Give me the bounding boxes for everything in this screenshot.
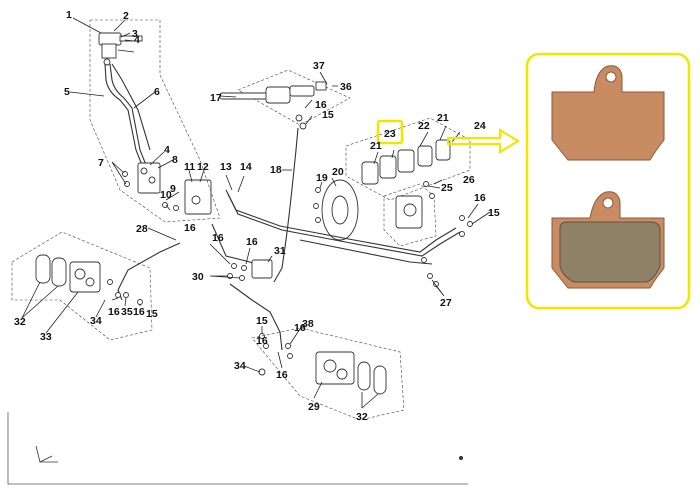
callout-35: 35 bbox=[121, 306, 133, 318]
left-caliper-group bbox=[11, 231, 153, 341]
rear-master-cylinder bbox=[219, 69, 351, 130]
callout-25: 25 bbox=[441, 182, 453, 194]
highlight-arrow bbox=[446, 128, 521, 154]
callout-16-i: 16 bbox=[294, 322, 306, 334]
callout-19: 19 bbox=[316, 172, 328, 184]
frame-border bbox=[7, 412, 468, 485]
callout-4: 4 bbox=[134, 34, 140, 46]
callout-29: 29 bbox=[308, 401, 320, 413]
callout-7: 7 bbox=[98, 157, 104, 169]
callout-15-top: 15 bbox=[322, 109, 334, 121]
callout-16-h: 16 bbox=[276, 369, 288, 381]
callout-33: 33 bbox=[40, 331, 52, 343]
callout-34-bottom: 34 bbox=[234, 360, 246, 372]
right-fittings bbox=[421, 203, 491, 297]
callout-6: 6 bbox=[154, 86, 160, 98]
callout-28: 28 bbox=[136, 223, 148, 235]
rear-junction bbox=[209, 243, 273, 281]
callout-32-bottom: 32 bbox=[356, 411, 368, 423]
callout-12: 12 bbox=[197, 161, 209, 173]
callout-15-right: 15 bbox=[488, 207, 500, 219]
callout-8: 8 bbox=[172, 154, 178, 166]
callout-1: 1 bbox=[66, 9, 72, 21]
callout-31: 31 bbox=[274, 245, 286, 257]
callout-16-j: 16 bbox=[256, 335, 268, 347]
callout-16-d: 16 bbox=[246, 236, 258, 248]
callout-38: 38 bbox=[302, 318, 314, 330]
rear-caliper-hose bbox=[229, 283, 283, 351]
callout-20: 20 bbox=[332, 166, 344, 178]
callout-23: 23 bbox=[384, 128, 396, 140]
callout-24: 24 bbox=[474, 120, 486, 132]
callout-9: 9 bbox=[170, 183, 176, 195]
callout-18: 18 bbox=[270, 164, 282, 176]
left-caliper-hose bbox=[117, 242, 181, 301]
rear-caliper-group bbox=[251, 327, 405, 421]
callout-22: 22 bbox=[418, 120, 430, 132]
callout-17: 17 bbox=[210, 92, 222, 104]
front-dashed-outline bbox=[89, 19, 221, 223]
callout-26: 26 bbox=[463, 174, 475, 186]
callout-10: 10 bbox=[160, 189, 172, 201]
callout-16-g: 16 bbox=[133, 306, 145, 318]
brake-pad-photo-panel bbox=[525, 52, 691, 310]
callout-15-left: 15 bbox=[146, 308, 158, 320]
rear-brake-hose bbox=[273, 127, 299, 283]
callout-2: 2 bbox=[123, 10, 129, 22]
callout-15-bottom: 15 bbox=[256, 315, 268, 327]
lower-fittings bbox=[243, 325, 303, 376]
front-master-cylinder bbox=[72, 17, 143, 66]
callout-21-b: 21 bbox=[437, 112, 449, 124]
callout-37: 37 bbox=[313, 60, 325, 72]
callout-30: 30 bbox=[192, 271, 204, 283]
right-caliper bbox=[383, 179, 443, 247]
callout-labels: 1 2 3 4 4 5 6 7 8 9 10 11 12 13 14 15 15… bbox=[14, 9, 500, 423]
brake-disc bbox=[313, 177, 359, 241]
callout-4-lower: 4 bbox=[164, 144, 170, 156]
callout-16-b: 16 bbox=[184, 222, 196, 234]
callout-11: 11 bbox=[184, 161, 195, 173]
callout-16-f: 16 bbox=[108, 306, 120, 318]
part-23-highlight bbox=[376, 119, 404, 145]
callout-16-a: 16 bbox=[315, 99, 327, 111]
callout-34-left: 34 bbox=[90, 315, 102, 327]
callout-5: 5 bbox=[64, 86, 70, 98]
pad-back-view bbox=[551, 65, 665, 161]
callout-3: 3 bbox=[132, 28, 138, 40]
callout-36: 36 bbox=[340, 81, 352, 93]
callout-13: 13 bbox=[220, 161, 232, 173]
pad-set-exploded bbox=[345, 117, 471, 201]
dot-mark bbox=[459, 456, 463, 460]
callout-16-c: 16 bbox=[212, 232, 224, 244]
corner-mark bbox=[35, 445, 58, 463]
front-hoses bbox=[69, 63, 156, 166]
callout-14: 14 bbox=[240, 161, 252, 173]
front-junction-block bbox=[111, 151, 212, 215]
callout-21-a: 21 bbox=[370, 140, 382, 152]
callout-32-left: 32 bbox=[14, 316, 26, 328]
callout-16-e: 16 bbox=[474, 192, 486, 204]
callout-27: 27 bbox=[440, 297, 452, 309]
